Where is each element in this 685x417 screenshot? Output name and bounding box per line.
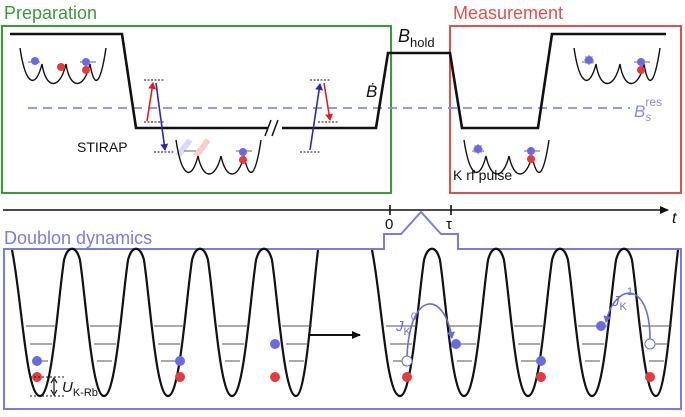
field-profile xyxy=(10,32,666,130)
doublon-box xyxy=(3,210,682,410)
tick-tau-label: τ xyxy=(446,216,452,233)
measurement-title: Measurement xyxy=(453,3,563,23)
stirap-arrows-left xyxy=(144,79,174,153)
red-atom xyxy=(402,372,412,382)
empty-site xyxy=(401,355,413,367)
meas-final-wells xyxy=(573,47,661,84)
blue-atom xyxy=(31,57,39,65)
blue-atom xyxy=(239,148,247,156)
red-atom xyxy=(57,63,65,71)
hop-arrow-jk0 xyxy=(406,303,455,357)
lattice-after: JK0 JK1 xyxy=(370,247,680,398)
red-atom xyxy=(637,66,645,74)
b-hold-label: Bhold xyxy=(398,26,435,50)
preparation-box xyxy=(1,25,392,194)
jk1-label: JK1 xyxy=(611,286,633,313)
jk0-label: JK0 xyxy=(395,311,417,338)
lattice-before: UK-Rb xyxy=(10,247,320,399)
blue-atom xyxy=(637,58,645,66)
blue-atom xyxy=(82,58,90,66)
prep-initial-wells xyxy=(19,47,107,84)
red-atom xyxy=(536,372,546,382)
stirap-label: STIRAP xyxy=(77,139,128,155)
red-atom xyxy=(175,372,185,382)
blue-atom xyxy=(536,356,546,366)
blue-atom xyxy=(596,321,606,331)
red-atom xyxy=(270,372,280,382)
doublon-title: Doublon dynamics xyxy=(4,228,152,248)
measurement-box xyxy=(449,25,682,194)
hop-arrow-jk1 xyxy=(603,292,651,340)
prep-molecule-wells xyxy=(175,138,262,175)
axis-break-mark xyxy=(264,119,279,137)
red-atom xyxy=(645,372,655,382)
preparation-title: Preparation xyxy=(4,3,97,23)
blue-atom xyxy=(32,356,42,366)
meas-rf-wells xyxy=(463,139,550,175)
red-atom xyxy=(527,155,535,163)
blue-atom xyxy=(451,339,461,349)
u-krb-label: UK-Rb xyxy=(62,379,98,399)
blue-atom xyxy=(175,356,185,366)
blue-atom xyxy=(527,147,535,155)
b-dot-label: Ḃ xyxy=(366,82,377,101)
stirap-arrows-right xyxy=(300,79,338,153)
red-atom xyxy=(82,66,90,74)
time-axis-label: t xyxy=(672,210,677,227)
blue-atom xyxy=(270,339,280,349)
empty-site xyxy=(644,338,656,350)
bs-res-label: Bsres xyxy=(634,95,662,124)
k-rf-pulse-label: K rf pulse xyxy=(453,167,512,183)
tick-zero-label: 0 xyxy=(385,216,393,233)
red-atom xyxy=(32,372,42,382)
red-atom xyxy=(239,156,247,164)
